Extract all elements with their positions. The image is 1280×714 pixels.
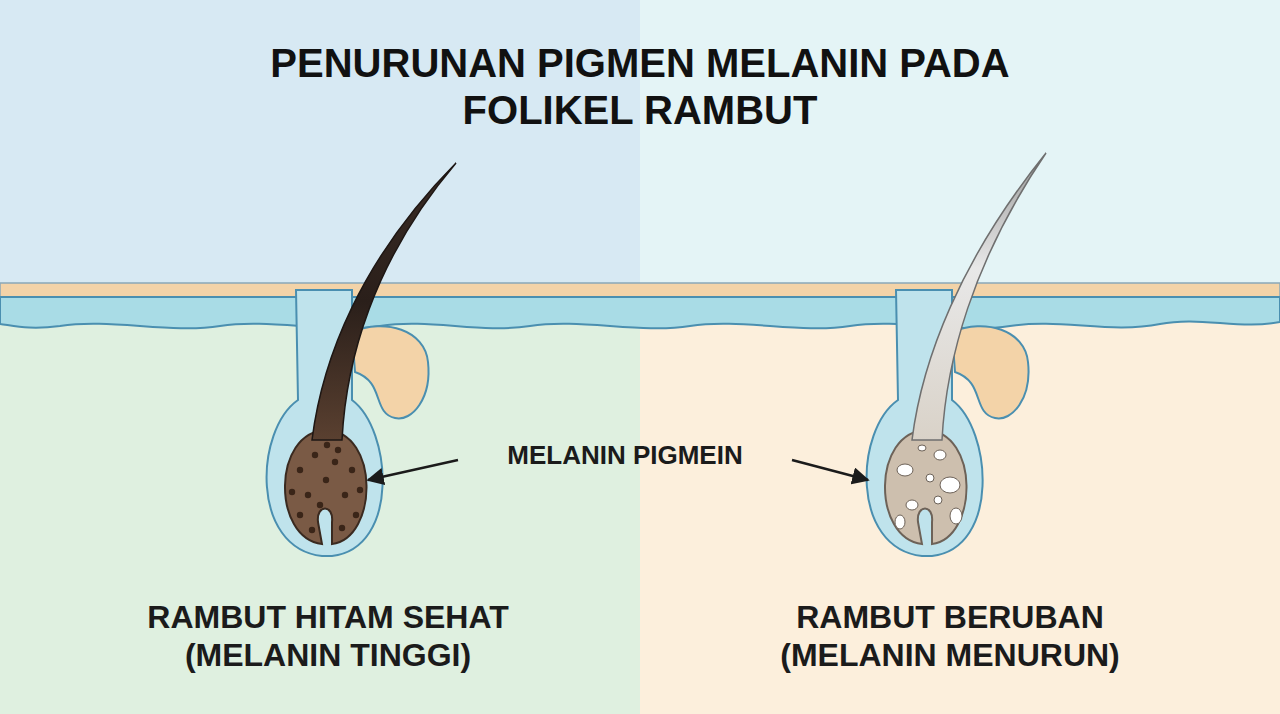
pigment-gap [926,474,934,482]
skin-surface [0,283,1280,297]
title: PENURUNAN PIGMEN MELANIN PADA FOLIKEL RA… [260,40,1020,134]
melanin-granule [323,477,329,483]
melanin-granule [317,502,323,508]
healthy-follicle [267,163,456,556]
melanin-granule [312,452,318,458]
melanin-granule [289,489,295,495]
leader-arrow [368,460,458,480]
melanin-granule [324,442,330,448]
pigment-gap [918,445,926,451]
melanin-granule [349,467,355,473]
pigment-gap [906,500,918,510]
melanin-granule [305,492,311,498]
caption-label: RAMBUT HITAM SEHAT (MELANIN TINGGI) [93,598,563,675]
leader-arrow [792,460,868,480]
hair-bulb [285,430,367,544]
melanin-granule [335,447,341,453]
melanin-granule [297,512,303,518]
pigment-gap [950,508,962,524]
melanin-granule [297,467,303,473]
dermis-right [640,300,1280,714]
melanin-granule [309,527,315,533]
pigment-gap [895,515,905,529]
grey-follicle [867,153,1046,556]
callout-label: MELANIN PIGMEIN [460,440,790,471]
hair-shaft [312,163,456,440]
pigment-gap [934,496,942,504]
hair-shaft [912,153,1046,440]
pigment-gap [897,464,913,476]
melanin-granule [332,459,338,465]
melanin-granule [357,487,363,493]
melanin-granule [353,512,359,518]
melanin-granule [339,525,345,531]
pigment-gap [940,477,960,493]
epidermis-band [0,297,1280,328]
caption-label: RAMBUT BERUBAN (MELANIN MENURUN) [715,598,1185,675]
melanin-granule [342,492,348,498]
hair-bulb [885,430,967,544]
pigment-gap [934,450,946,460]
sebaceous-gland [952,326,1029,418]
sebaceous-gland [352,326,429,418]
